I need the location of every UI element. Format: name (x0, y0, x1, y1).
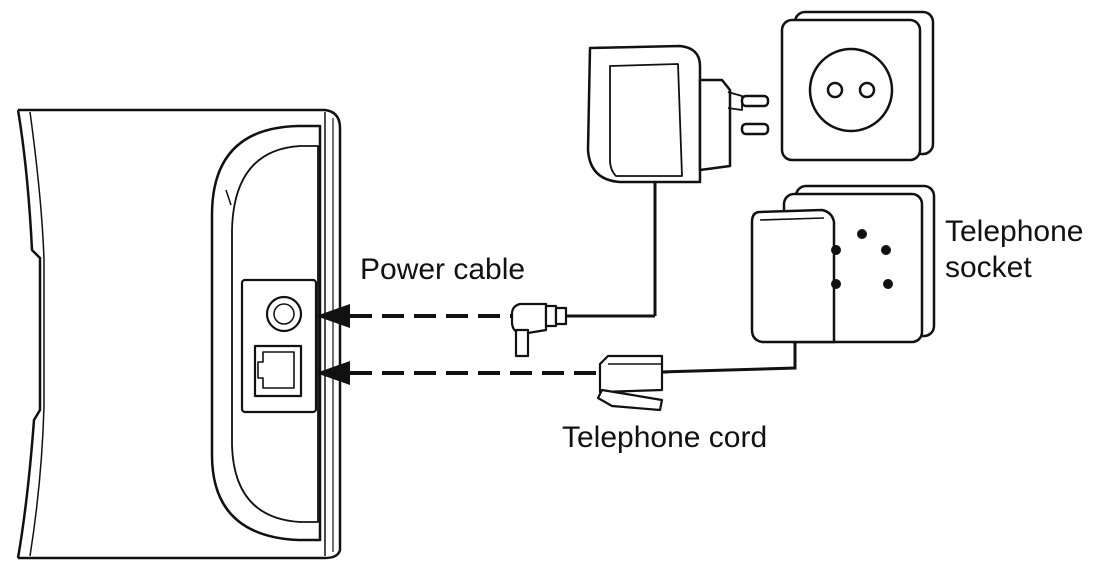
telephone-socket-label-line2: socket (945, 251, 1032, 284)
connection-lines (350, 314, 600, 375)
telephone-socket-icon (659, 184, 936, 374)
telephone-socket-label: Telephone socket (945, 214, 1083, 286)
wall-outlet-icon (780, 10, 935, 162)
base-unit-icon (16, 108, 342, 560)
power-cable-label: Power cable (360, 253, 526, 286)
rj11-plug-icon (596, 354, 668, 412)
arrow-icon (316, 304, 350, 385)
power-adapter-icon (586, 44, 770, 316)
telephone-socket-label-line1: Telephone (945, 215, 1084, 248)
telephone-cord-label: Telephone cord (562, 421, 768, 454)
dc-plug-icon (510, 302, 655, 358)
